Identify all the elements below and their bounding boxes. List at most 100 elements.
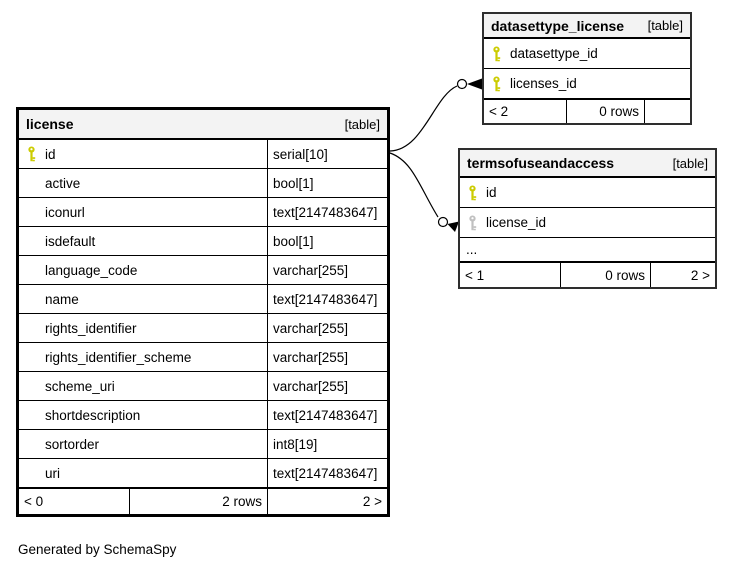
row-count: 0 rows xyxy=(560,263,650,287)
relationship-line xyxy=(389,85,458,152)
column-row: isdefault bool[1] xyxy=(19,227,387,256)
row-count: 2 rows xyxy=(129,489,267,514)
column-row: datasettype_id xyxy=(484,39,690,69)
table-title: datasettype_license xyxy=(491,17,625,34)
column-row: scheme_uri varchar[255] xyxy=(19,372,387,401)
table-footer: < 1 0 rows 2 > xyxy=(460,262,715,287)
column-name-cell: active xyxy=(19,169,267,197)
column-row: name text[2147483647] xyxy=(19,285,387,314)
column-type: text[2147483647] xyxy=(267,459,387,487)
relationship-license-to-termsofuseandaccess xyxy=(389,152,459,232)
column-type: varchar[255] xyxy=(267,256,387,284)
column-name: rights_identifier_scheme xyxy=(45,349,192,365)
column-name: scheme_uri xyxy=(45,378,115,394)
child-count: 2 > xyxy=(650,263,715,287)
row-count: 0 rows xyxy=(566,100,644,123)
column-name-cell: id xyxy=(460,178,715,207)
column-name: ... xyxy=(466,242,478,257)
table-footer: < 0 2 rows 2 > xyxy=(19,488,387,514)
column-type: text[2147483647] xyxy=(267,198,387,226)
parent-count: < 0 xyxy=(24,494,44,509)
column-row: rights_identifier varchar[255] xyxy=(19,314,387,343)
relationship-license-to-datasettype-license xyxy=(389,78,482,152)
primary-key-icon xyxy=(25,146,38,162)
column-name: active xyxy=(45,175,81,191)
column-row: id xyxy=(460,178,715,208)
column-name-cell: datasettype_id xyxy=(484,39,690,68)
column-type: bool[1] xyxy=(267,169,387,197)
relationship-line xyxy=(389,152,439,218)
arrowhead-icon xyxy=(467,78,482,90)
table-columns: id license_id... xyxy=(460,178,715,262)
column-name-cell: licenses_id xyxy=(484,69,690,98)
parent-count: < 2 xyxy=(489,104,509,119)
column-type: int8[19] xyxy=(267,430,387,458)
column-type: bool[1] xyxy=(267,227,387,255)
table-header: datasettype_license [table] xyxy=(484,14,690,39)
column-name: uri xyxy=(45,465,61,481)
column-name-cell: scheme_uri xyxy=(19,372,267,400)
table-footer: < 2 0 rows xyxy=(484,99,690,123)
column-type: varchar[255] xyxy=(267,372,387,400)
column-name-cell: uri xyxy=(19,459,267,487)
column-name-cell: ... xyxy=(460,238,715,261)
column-name-cell: shortdescription xyxy=(19,401,267,429)
column-row: sortorder int8[19] xyxy=(19,430,387,459)
column-name: language_code xyxy=(45,262,138,278)
column-row: rights_identifier_scheme varchar[255] xyxy=(19,343,387,372)
column-row: licenses_id xyxy=(484,69,690,99)
column-row: iconurl text[2147483647] xyxy=(19,198,387,227)
cardinality-circle xyxy=(456,78,468,90)
more-columns-row: ... xyxy=(460,238,715,262)
table-title: termsofuseandaccess xyxy=(467,155,615,171)
column-name: license_id xyxy=(486,215,547,230)
table-title: license xyxy=(26,116,74,132)
column-name: rights_identifier xyxy=(45,320,137,336)
column-row: shortdescription text[2147483647] xyxy=(19,401,387,430)
column-name-cell: rights_identifier xyxy=(19,314,267,342)
column-name-cell: license_id xyxy=(460,208,715,237)
column-type: text[2147483647] xyxy=(267,401,387,429)
table-header: license [table] xyxy=(19,110,387,140)
column-name: isdefault xyxy=(45,233,96,249)
column-name-cell: id xyxy=(19,140,267,168)
column-name: sortorder xyxy=(45,436,100,452)
column-type: varchar[255] xyxy=(267,314,387,342)
column-row: active bool[1] xyxy=(19,169,387,198)
primary-key-icon xyxy=(490,76,503,92)
column-name: licenses_id xyxy=(510,76,577,91)
column-name-cell: rights_identifier_scheme xyxy=(19,343,267,371)
table-type-tag: [table] xyxy=(647,18,683,33)
table-header: termsofuseandaccess [table] xyxy=(460,150,715,178)
column-name: name xyxy=(45,291,79,307)
table-datasettype-license[interactable]: datasettype_license [table] datasettype_… xyxy=(482,12,692,125)
column-row: uri text[2147483647] xyxy=(19,459,387,488)
table-columns: datasettype_id licenses_id xyxy=(484,39,690,99)
arrowhead-icon xyxy=(447,221,459,232)
foreign-key-icon xyxy=(466,215,479,231)
column-name: iconurl xyxy=(45,204,85,220)
column-type: varchar[255] xyxy=(267,343,387,371)
column-type: text[2147483647] xyxy=(267,285,387,313)
column-name-cell: sortorder xyxy=(19,430,267,458)
column-name: shortdescription xyxy=(45,407,141,423)
parent-count: < 1 xyxy=(465,267,485,283)
column-row: license_id xyxy=(460,208,715,238)
column-name-cell: iconurl xyxy=(19,198,267,226)
table-termsofuseandaccess[interactable]: termsofuseandaccess [table] id license_id… xyxy=(458,148,717,289)
column-name-cell: name xyxy=(19,285,267,313)
generated-by-note: Generated by SchemaSpy xyxy=(18,542,177,557)
child-count xyxy=(644,100,690,123)
table-type-tag: [table] xyxy=(344,116,380,132)
table-type-tag: [table] xyxy=(672,155,708,171)
column-name-cell: language_code xyxy=(19,256,267,284)
primary-key-icon xyxy=(490,46,503,62)
cardinality-circle xyxy=(437,216,449,228)
column-name: datasettype_id xyxy=(510,46,598,61)
column-name: id xyxy=(486,185,497,200)
